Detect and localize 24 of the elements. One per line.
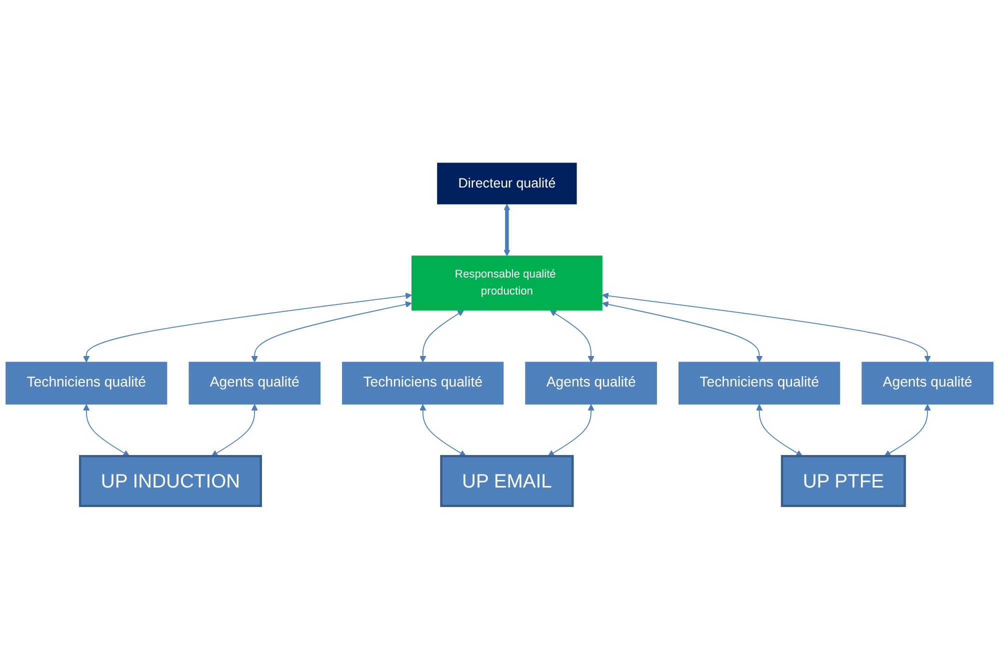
arrow	[211, 404, 258, 456]
node-box: Agents qualité	[188, 362, 320, 405]
arrow	[83, 404, 130, 456]
arrow	[420, 404, 466, 456]
arrow	[504, 204, 510, 256]
arrow	[602, 292, 931, 362]
arrow	[548, 404, 594, 456]
arrow	[420, 310, 464, 362]
node-box: Techniciens qualité	[342, 362, 504, 405]
arrow	[251, 301, 412, 362]
arrow	[83, 292, 412, 362]
node-box: Agents qualité	[862, 362, 994, 405]
node-box: UP PTFE	[780, 455, 906, 508]
node-box: Techniciens qualité	[6, 362, 168, 405]
arrow	[884, 404, 931, 456]
arrow	[550, 310, 594, 362]
node-box: UP EMAIL	[440, 455, 574, 508]
node-box: Techniciens qualité	[678, 362, 840, 405]
arrow	[756, 404, 803, 456]
arrow	[602, 301, 763, 362]
node-box: UP INDUCTION	[79, 455, 262, 508]
node-box: Agents qualité	[525, 362, 657, 405]
node-box: Responsable qualité production	[412, 256, 602, 311]
node-box: Directeur qualité	[437, 162, 577, 204]
